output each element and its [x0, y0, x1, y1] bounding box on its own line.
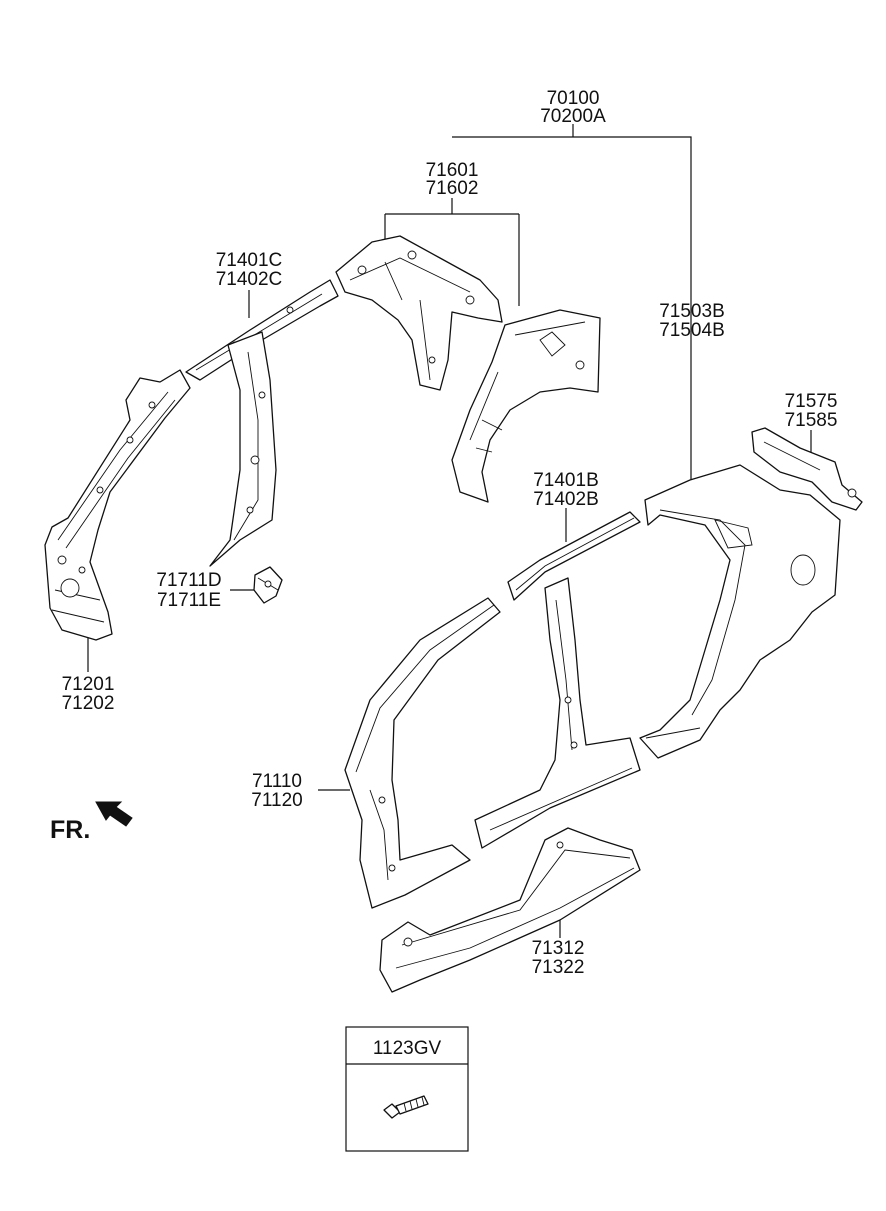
- label-71602: 71602: [426, 178, 479, 199]
- direction-label: FR.: [50, 816, 90, 844]
- label-71711e: 71711E: [157, 590, 221, 611]
- leader-lines: [87, 124, 812, 938]
- label-71504b: 71504B: [659, 320, 725, 341]
- label-71312: 71312: [532, 938, 585, 959]
- side-outer-part: [344, 577, 641, 909]
- front-pillar-inner-part: [44, 369, 191, 641]
- label-71601: 71601: [426, 160, 479, 181]
- label-71575: 71575: [785, 391, 838, 412]
- label-71402c: 71402C: [216, 269, 283, 290]
- bolt-icon: [383, 1095, 429, 1119]
- arrow-icon: [95, 801, 133, 827]
- label-71585: 71585: [785, 410, 838, 431]
- label-71110: 71110: [252, 771, 302, 792]
- fuel-bracket-part: [751, 427, 863, 511]
- quarter-inner-upper-part: [335, 235, 503, 391]
- roof-rail-outer-part: [507, 511, 641, 601]
- label-71401c: 71401C: [216, 250, 283, 271]
- fastener-box: 1123GV: [345, 1026, 469, 1152]
- label-70100: 70100: [547, 88, 600, 109]
- side-sill-part: [379, 827, 641, 993]
- label-71322: 71322: [532, 957, 585, 978]
- label-71402b: 71402B: [533, 489, 599, 510]
- label-71120: 71120: [251, 790, 302, 811]
- part-labels: 70100 70200A 71601 71602 71401C 71402C 7…: [62, 88, 838, 978]
- label-71711d: 71711D: [156, 570, 221, 591]
- label-70200a: 70200A: [540, 106, 606, 127]
- fastener-code: 1123GV: [373, 1038, 442, 1059]
- label-71503b: 71503B: [659, 301, 725, 322]
- label-71202: 71202: [62, 693, 115, 714]
- quarter-outer-part: [639, 464, 841, 759]
- reinforcement-part: [253, 566, 283, 604]
- label-71201: 71201: [62, 674, 115, 695]
- quarter-inner-wheelhouse-part: [451, 309, 601, 503]
- roof-rail-inner-part: [185, 279, 339, 567]
- label-71401b: 71401B: [533, 470, 599, 491]
- front-direction-indicator: FR.: [50, 801, 133, 844]
